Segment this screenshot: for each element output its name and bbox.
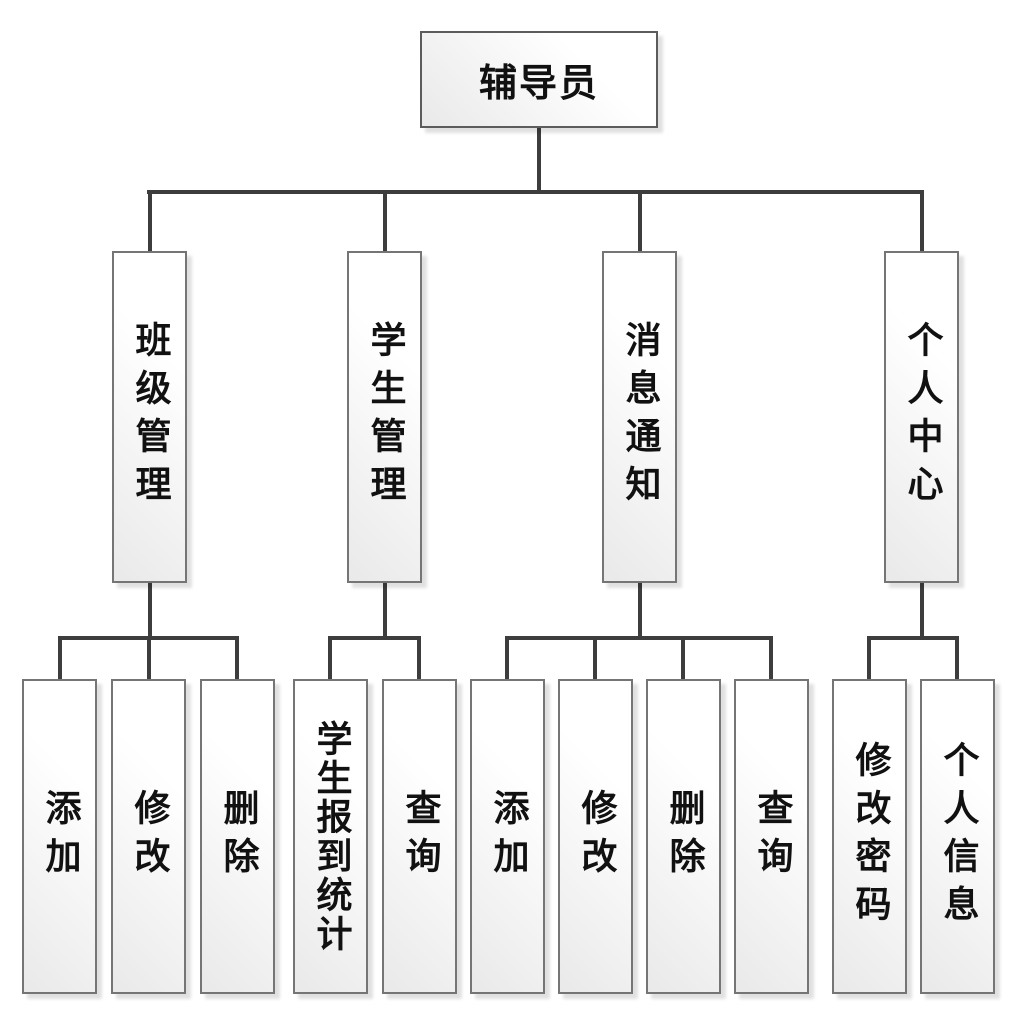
connector-drop-message-add: [505, 636, 509, 681]
node-class-delete-label: 删除: [217, 788, 259, 885]
connector-drop-class-delete: [235, 636, 239, 681]
connector-personal-center-stem: [920, 583, 924, 640]
connector-root-stem: [537, 127, 541, 194]
node-change-password-label: 修改密码: [849, 740, 891, 933]
node-personal-info: 个人信息: [920, 679, 995, 994]
connector-student-management-bus: [328, 636, 421, 640]
node-message-modify: 修改: [558, 679, 633, 994]
node-class-add-label: 添加: [39, 788, 81, 885]
node-message-delete: 删除: [646, 679, 721, 994]
connector-personal-center-bus: [867, 636, 959, 640]
connector-message-notification-bus: [505, 636, 773, 640]
node-class-management-label: 班级管理: [129, 321, 171, 513]
node-change-password: 修改密码: [832, 679, 907, 994]
node-personal-info-label: 个人信息: [937, 740, 979, 933]
node-message-notification-label: 消息通知: [619, 321, 661, 513]
node-personal-center: 个人中心: [884, 251, 959, 583]
node-student-query: 查询: [382, 679, 457, 994]
connector-drop-class-management: [148, 190, 152, 254]
connector-level1-bus: [147, 190, 924, 194]
node-class-delete: 删除: [200, 679, 275, 994]
node-message-add: 添加: [470, 679, 545, 994]
node-counselor-label: 辅导员: [478, 61, 599, 105]
node-message-query-label: 查询: [751, 788, 793, 885]
node-message-delete-label: 删除: [663, 788, 705, 885]
node-student-query-label: 查询: [399, 788, 441, 885]
node-message-add-label: 添加: [487, 788, 529, 885]
connector-drop-personal-info: [955, 636, 959, 681]
connector-drop-personal-center: [920, 190, 924, 254]
connector-drop-change-password: [867, 636, 871, 681]
connector-drop-student-query: [417, 636, 421, 681]
connector-message-notification-stem: [638, 583, 642, 640]
connector-class-management-stem: [148, 583, 152, 640]
node-student-management: 学生管理: [347, 251, 422, 583]
connector-drop-student-report-statistics: [328, 636, 332, 681]
node-personal-center-label: 个人中心: [901, 321, 943, 513]
node-class-management: 班级管理: [112, 251, 187, 583]
connector-drop-class-modify: [147, 636, 151, 681]
connector-drop-student-management: [383, 190, 387, 254]
node-class-add: 添加: [22, 679, 97, 994]
node-message-notification: 消息通知: [602, 251, 677, 583]
node-message-modify-label: 修改: [575, 788, 617, 885]
connector-drop-message-modify: [593, 636, 597, 681]
node-class-modify: 修改: [111, 679, 186, 994]
node-counselor: 辅导员: [420, 31, 658, 128]
node-student-report-statistics: 学生报到统计: [293, 679, 368, 994]
connector-drop-class-add: [58, 636, 62, 681]
connector-drop-message-notification: [638, 190, 642, 254]
node-student-management-label: 学生管理: [364, 321, 406, 513]
connector-student-management-stem: [383, 583, 387, 640]
node-class-modify-label: 修改: [128, 788, 170, 885]
node-student-report-statistics-label: 学生报到统计: [310, 719, 352, 954]
connector-drop-message-query: [769, 636, 773, 681]
node-message-query: 查询: [734, 679, 809, 994]
connector-drop-message-delete: [681, 636, 685, 681]
